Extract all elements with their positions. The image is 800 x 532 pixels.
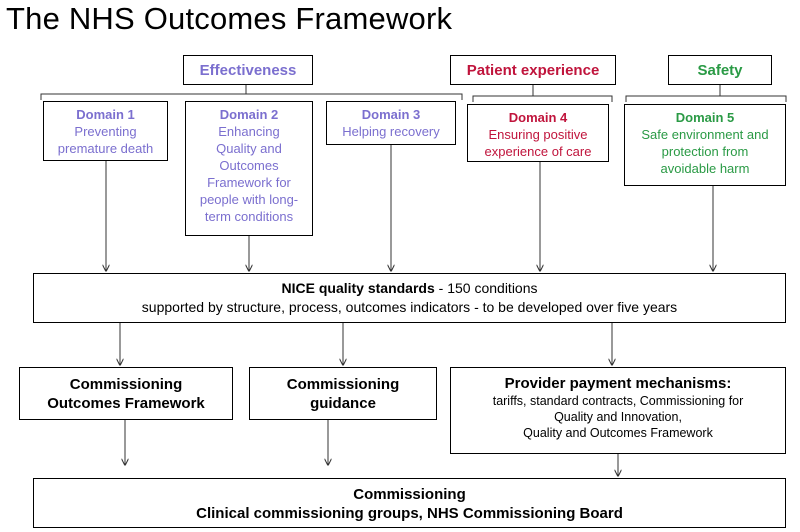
domain-5-line: Safe environment and xyxy=(641,127,769,142)
nice-standards-title: NICE quality standards xyxy=(281,280,435,296)
category-effectiveness: Effectiveness xyxy=(183,55,313,85)
commissioning-outcomes-line: Commissioning xyxy=(69,376,183,393)
domain-4-box: Domain 4 Ensuring positive experience of… xyxy=(467,104,609,162)
domain-5-box: Domain 5 Safe environment and protection… xyxy=(624,104,786,186)
domain-5-line: avoidable harm xyxy=(660,161,750,176)
domain-2-line: Enhancing xyxy=(218,124,280,139)
domain-2-heading: Domain 2 xyxy=(219,107,279,122)
provider-payment-line: Quality and Outcomes Framework xyxy=(523,426,713,440)
patient-experience-bracket xyxy=(472,85,613,102)
domain-3-box: Domain 3 Helping recovery xyxy=(326,101,456,145)
domain-3-line: Helping recovery xyxy=(342,124,440,139)
domain-5-heading: Domain 5 xyxy=(675,110,735,125)
domain-4-heading: Domain 4 xyxy=(508,110,568,125)
category-effectiveness-label: Effectiveness xyxy=(199,61,297,79)
provider-payment-line: tariffs, standard contracts, Commissioni… xyxy=(492,394,744,408)
domain-2-line: Framework for xyxy=(207,175,291,190)
domain-2-line: Quality and xyxy=(216,141,282,156)
provider-payment-heading: Provider payment mechanisms: xyxy=(504,375,732,392)
commissioning-bottom-box: Commissioning Clinical commissioning gro… xyxy=(33,478,786,528)
domain-3-heading: Domain 3 xyxy=(361,107,421,122)
domain-2-line: term conditions xyxy=(204,209,294,224)
domain-5-line: protection from xyxy=(661,144,749,159)
domain-2-box: Domain 2 Enhancing Quality and Outcomes … xyxy=(185,101,313,236)
commissioning-outcomes-line: Outcomes Framework xyxy=(47,395,205,412)
category-patient-experience: Patient experience xyxy=(450,55,616,85)
domain-4-line: Ensuring positive xyxy=(488,127,588,142)
commissioning-guidance-box: Commissioning guidance xyxy=(249,367,437,420)
provider-payment-box: Provider payment mechanisms: tariffs, st… xyxy=(450,367,786,454)
commissioning-bottom-subtitle: Clinical commissioning groups, NHS Commi… xyxy=(196,505,623,522)
nice-standards-line-1: NICE quality standards - 150 conditions xyxy=(34,279,785,298)
commissioning-guidance-line: guidance xyxy=(310,395,376,412)
domain-1-line: premature death xyxy=(57,141,154,156)
domain-4-line: experience of care xyxy=(484,144,592,159)
provider-payment-line: Quality and Innovation, xyxy=(554,410,682,424)
category-safety-label: Safety xyxy=(697,61,743,79)
effectiveness-bracket xyxy=(40,85,463,100)
domain-1-heading: Domain 1 xyxy=(76,107,135,122)
commissioning-outcomes-box: Commissioning Outcomes Framework xyxy=(19,367,233,420)
nice-standards-line-2: supported by structure, process, outcome… xyxy=(141,299,678,315)
commissioning-guidance-line: Commissioning xyxy=(286,376,400,393)
domain-2-line: Outcomes xyxy=(219,158,279,173)
category-safety: Safety xyxy=(668,55,772,85)
page-title: The NHS Outcomes Framework xyxy=(6,1,453,36)
domain-1-line: Preventing xyxy=(74,124,137,139)
commissioning-bottom-title: Commissioning xyxy=(353,486,466,503)
category-patient-experience-label: Patient experience xyxy=(466,61,600,79)
safety-bracket xyxy=(625,85,787,102)
domain-2-line: people with long- xyxy=(199,192,299,207)
nice-standards-box: NICE quality standards - 150 conditions … xyxy=(33,273,786,323)
nice-standards-conditions: - 150 conditions xyxy=(434,280,538,296)
domain-1-box: Domain 1 Preventing premature death xyxy=(43,101,168,161)
